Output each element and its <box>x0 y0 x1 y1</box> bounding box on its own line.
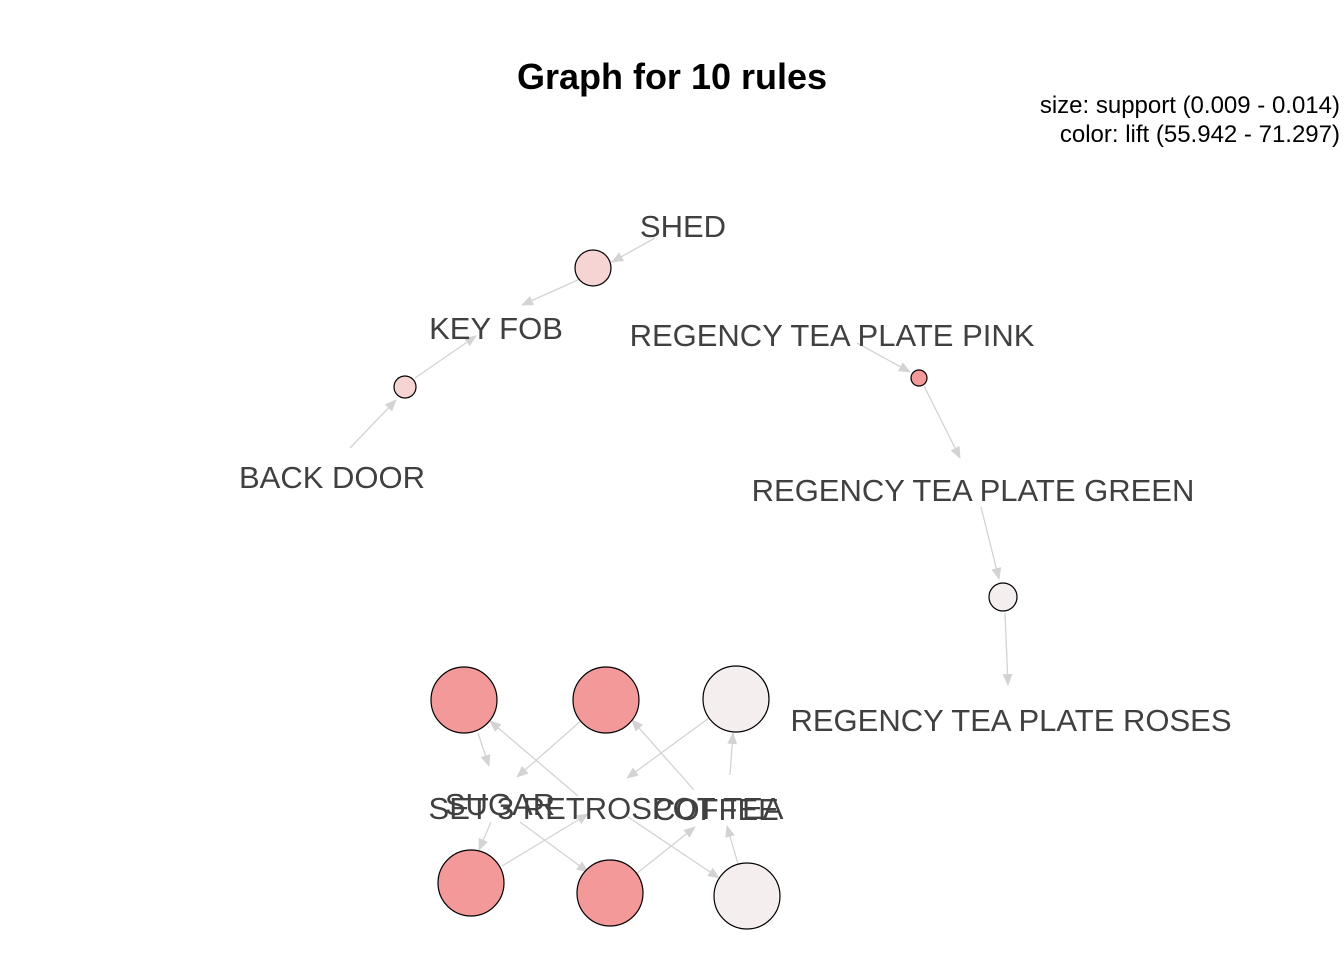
edge-coffee-to-r10 <box>727 732 738 776</box>
rule-node-r9 <box>572 666 640 734</box>
edge-sugar-to-r6 <box>519 821 589 873</box>
edge-sugar-to-r5 <box>478 821 492 851</box>
graph-title: Graph for 10 rules <box>516 56 828 97</box>
rule-node-r5 <box>437 849 505 917</box>
item-labels-layer: SHED KEY FOB BACK DOOR REGENCY TEA PLATE PI… <box>239 209 1232 827</box>
edge-back_door-to-r2 <box>349 399 397 449</box>
edge-r10-to-set3 <box>626 717 710 779</box>
item-label-regency-roses: REGENCY TEA PLATE ROSES <box>790 703 1231 738</box>
edge-set3-to-r7 <box>627 816 720 879</box>
edge-r8-to-sugar <box>477 732 491 767</box>
edge-r1-to-key_fob <box>521 278 581 306</box>
legend-color: color: lift (55.942 - 71.297) <box>1059 121 1340 148</box>
edge-r7-to-coffee <box>725 825 739 865</box>
rule-node-r4 <box>988 582 1018 612</box>
rule-node-r8 <box>430 666 498 734</box>
item-label-key-fob: KEY FOB <box>429 311 563 346</box>
rule-node-r7 <box>713 862 781 930</box>
item-label-regency-green: REGENCY TEA PLATE GREEN <box>752 473 1195 508</box>
edge-regency_green-to-r4 <box>980 506 1002 580</box>
edge-r9-to-sugar <box>516 719 583 778</box>
edge-r4-to-regency_roses <box>1002 612 1013 686</box>
edge-r2-to-key_fob <box>414 335 477 379</box>
rule-node-r10 <box>702 665 770 733</box>
rule-node-r1 <box>574 249 612 287</box>
rule-node-r3 <box>910 369 928 387</box>
rule-nodes-layer <box>393 249 1018 930</box>
edge-r3-to-regency_green <box>923 385 961 459</box>
item-label-sugar: SUGAR <box>445 787 555 822</box>
edge-regency_pink-to-r3 <box>856 342 911 373</box>
edge-shed-to-r1 <box>611 237 656 263</box>
legend-size: size: support (0.009 - 0.014) <box>1039 92 1340 119</box>
edge-r6-to-coffee <box>635 826 696 875</box>
edges-layer <box>349 237 1013 879</box>
item-label-regency-pink: REGENCY TEA PLATE PINK <box>630 318 1035 353</box>
edge-coffee-to-r9 <box>631 719 695 791</box>
rule-node-r2 <box>393 375 417 399</box>
item-label-set3: SET 3 RETROSPOT TEA <box>429 791 784 826</box>
rule-node-r6 <box>576 859 644 927</box>
item-label-coffee: COFFEE <box>653 792 779 827</box>
item-label-back-door: BACK DOOR <box>239 460 425 495</box>
edge-set3-to-r8 <box>489 720 579 797</box>
item-label-shed: SHED <box>640 209 726 244</box>
